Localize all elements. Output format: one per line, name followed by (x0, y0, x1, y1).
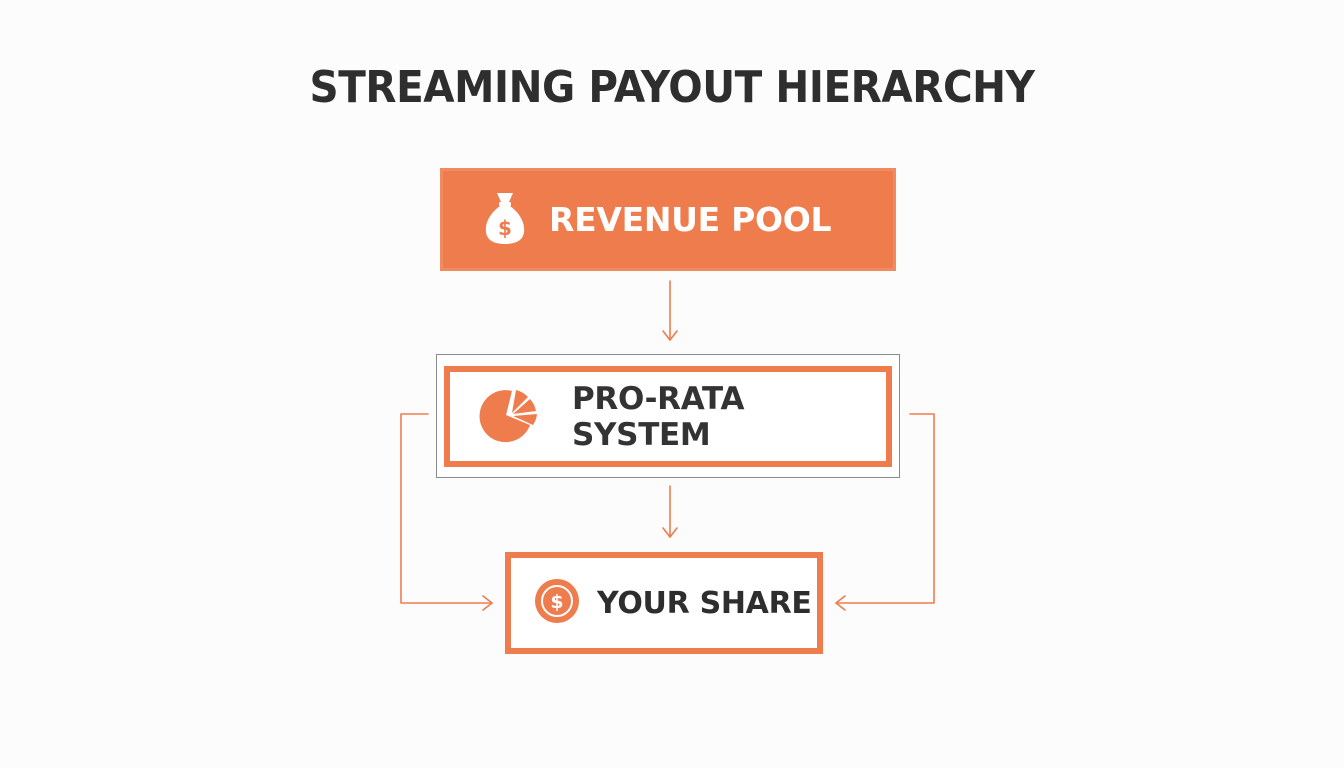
pro-rata-system-box: PRO-RATA SYSTEM (444, 366, 892, 467)
arrow-left-loop (400, 413, 493, 611)
revenue-pool-box: $ REVENUE POOL (440, 168, 896, 271)
pie-chart-icon (476, 385, 546, 449)
svg-text:$: $ (550, 591, 563, 613)
arrow-prorata-to-share (662, 485, 678, 538)
money-bag-icon: $ (483, 190, 527, 250)
your-share-label: YOUR SHARE (597, 585, 812, 621)
your-share-box: $ YOUR SHARE (505, 552, 823, 654)
arrow-revenue-to-prorata (662, 280, 678, 341)
dollar-coin-icon: $ (533, 577, 581, 629)
page-title: STREAMING PAYOUT HIERARCHY (309, 62, 1035, 113)
revenue-pool-label: REVENUE POOL (549, 200, 832, 239)
pro-rata-system-label: PRO-RATA SYSTEM (572, 380, 745, 453)
arrow-right-loop (835, 413, 935, 611)
svg-text:$: $ (498, 216, 512, 240)
